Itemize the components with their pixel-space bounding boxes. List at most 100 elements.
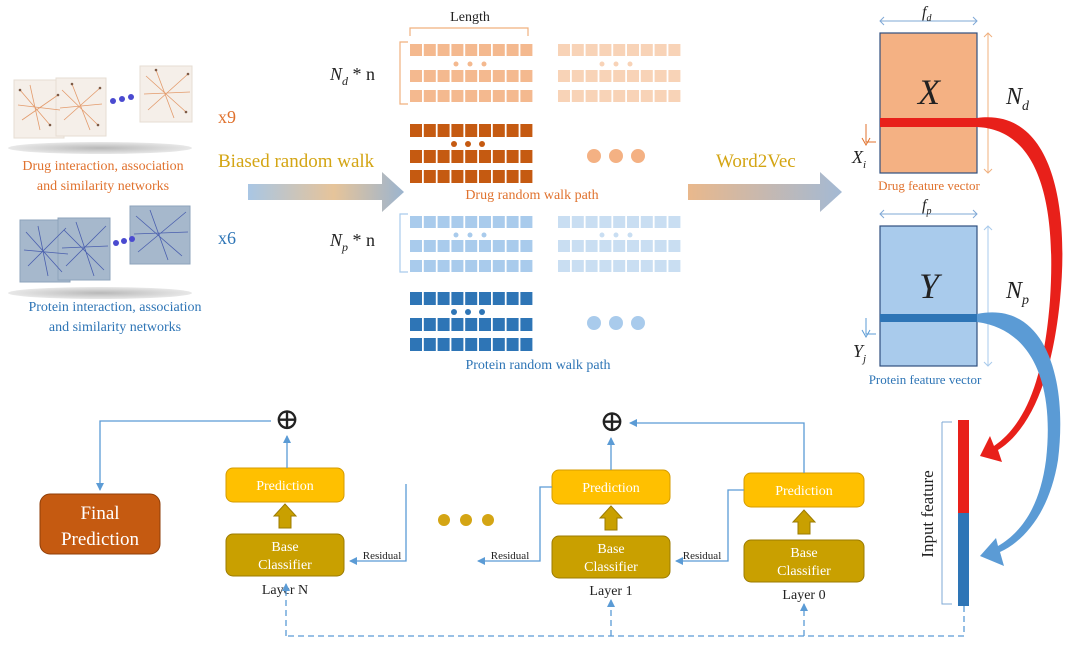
protein-walk-cell	[506, 216, 519, 228]
nd-bracket	[399, 41, 408, 105]
protein-walk-cell	[410, 216, 422, 228]
protein-walk-cell-dark	[437, 318, 450, 331]
drug-walk-cell	[585, 70, 598, 82]
protein-walk-cell-dark	[451, 292, 464, 305]
drug-walk-cell	[599, 70, 612, 82]
drug-walk-cell-dark	[520, 170, 533, 183]
walk-set-ellipsis	[587, 149, 601, 163]
biased-random-walk-arrow	[248, 172, 404, 212]
protein-row-label: Yj	[853, 341, 866, 365]
protein-walk-cell	[571, 240, 584, 252]
drug-walk-cell-dark	[506, 150, 519, 163]
drug-walk-path-label: Drug random walk path	[465, 188, 598, 203]
drug-walk-cell-dark	[423, 170, 436, 183]
protein-walk-cell	[506, 260, 519, 272]
drug-matrix-symbol: X	[916, 72, 942, 112]
protein-walk-cell	[437, 260, 450, 272]
drug-feature-matrix	[861, 16, 993, 174]
walk-ellipsis-dot	[627, 232, 633, 238]
walk-ellipsis-dot	[467, 232, 473, 238]
drug-walk-cell-dark	[479, 150, 491, 163]
layer-0-label: Layer 0	[782, 588, 825, 603]
drug-walk-cell	[465, 90, 478, 102]
drug-walk-cell	[410, 70, 422, 82]
protein-walk-cell	[520, 216, 533, 228]
residual-label-layer-0: Residual	[683, 550, 722, 562]
length-bracket	[409, 27, 529, 36]
drug-walk-cell	[437, 44, 450, 56]
walk-set-ellipsis	[631, 149, 645, 163]
protein-walk-cell-dark	[410, 318, 422, 331]
protein-walk-cell	[640, 260, 653, 272]
walk-ellipsis-dot	[453, 232, 459, 238]
protein-walk-cell	[437, 216, 450, 228]
drug-walk-cell	[437, 90, 450, 102]
nd-n-label: Nd * n	[329, 64, 375, 88]
drug-walk-cell-dark	[465, 170, 478, 183]
drug-walk-cell-dark	[506, 170, 519, 183]
drug-height-label: Nd	[1005, 84, 1030, 114]
drug-walk-cell-dark	[520, 150, 533, 163]
walk-ellipsis-dot	[451, 309, 457, 315]
drug-walk-cell-dark	[437, 124, 450, 137]
protein-walk-cell	[654, 216, 667, 228]
base-label-2-layer-n: Classifier	[258, 558, 312, 573]
base-classifier-layer-n	[225, 533, 345, 577]
protein-walk-cell	[520, 240, 533, 252]
protein-walk-cell-dark	[451, 338, 464, 351]
layer-n	[225, 467, 345, 577]
protein-walk-cell-dark	[465, 338, 478, 351]
drug-walk-cell	[654, 90, 667, 102]
protein-walk-cell	[668, 240, 681, 252]
drug-walk-cell-dark	[520, 124, 533, 137]
drug-walk-cell-dark	[465, 124, 478, 137]
protein-walk-cell	[492, 260, 505, 272]
walk-set-ellipsis	[609, 316, 623, 330]
drug-walk-cell	[451, 70, 464, 82]
residual-label-layer-1: Residual	[491, 550, 530, 562]
walk-ellipsis-dot	[451, 141, 457, 147]
drug-walk-cell	[613, 90, 626, 102]
drug-walk-cell	[558, 70, 570, 82]
drug-walk-cell-dark	[465, 150, 478, 163]
drug-walk-cell	[627, 44, 639, 56]
drug-walk-cell	[640, 70, 653, 82]
sum-symbol-layer-n: ⊕	[274, 403, 299, 436]
base-label-1-layer-n: Base	[271, 540, 298, 555]
protein-walk-cell	[451, 240, 464, 252]
layer-0	[743, 472, 865, 583]
protein-walk-cell	[599, 240, 612, 252]
protein-walk-cell-dark	[410, 292, 422, 305]
final-prediction-label-1: Final	[80, 503, 119, 524]
layer-1	[551, 469, 671, 579]
drug-walk-cell-dark	[479, 170, 491, 183]
drug-walk-cell-dark	[479, 124, 491, 137]
walk-ellipsis-dot	[453, 61, 459, 67]
protein-walk-cell	[492, 240, 505, 252]
protein-walk-cell-dark	[479, 318, 491, 331]
drug-network-caption-2: and similarity networks	[37, 179, 169, 194]
final-prediction-box	[39, 493, 161, 555]
protein-walk-cell	[410, 260, 422, 272]
drug-walk-cell	[506, 44, 519, 56]
drug-walk-cell	[423, 70, 436, 82]
protein-walk-cell-dark	[423, 292, 436, 305]
drug-walk-cell-dark	[410, 150, 422, 163]
drug-walk-cell	[558, 44, 570, 56]
drug-walk-cell-dark	[492, 170, 505, 183]
protein-walk-cell-dark	[423, 318, 436, 331]
drug-walk-cell-dark	[451, 124, 464, 137]
walk-set-ellipsis	[587, 316, 601, 330]
walk-ellipsis-dot	[479, 309, 485, 315]
input-feature-label: Input feature	[918, 470, 937, 557]
drug-network-caption-1: Drug interaction, association	[22, 159, 183, 174]
protein-walk-cell-dark	[451, 318, 464, 331]
protein-walk-cell	[437, 240, 450, 252]
word2vec-arrow	[688, 172, 842, 212]
layer-1-label: Layer 1	[589, 584, 632, 599]
drug-network-stack	[8, 65, 193, 154]
protein-feature-caption: Protein feature vector	[869, 372, 982, 387]
drug-walk-cell	[627, 90, 639, 102]
drug-walk-cell	[571, 90, 584, 102]
protein-walk-cell-dark	[492, 318, 505, 331]
